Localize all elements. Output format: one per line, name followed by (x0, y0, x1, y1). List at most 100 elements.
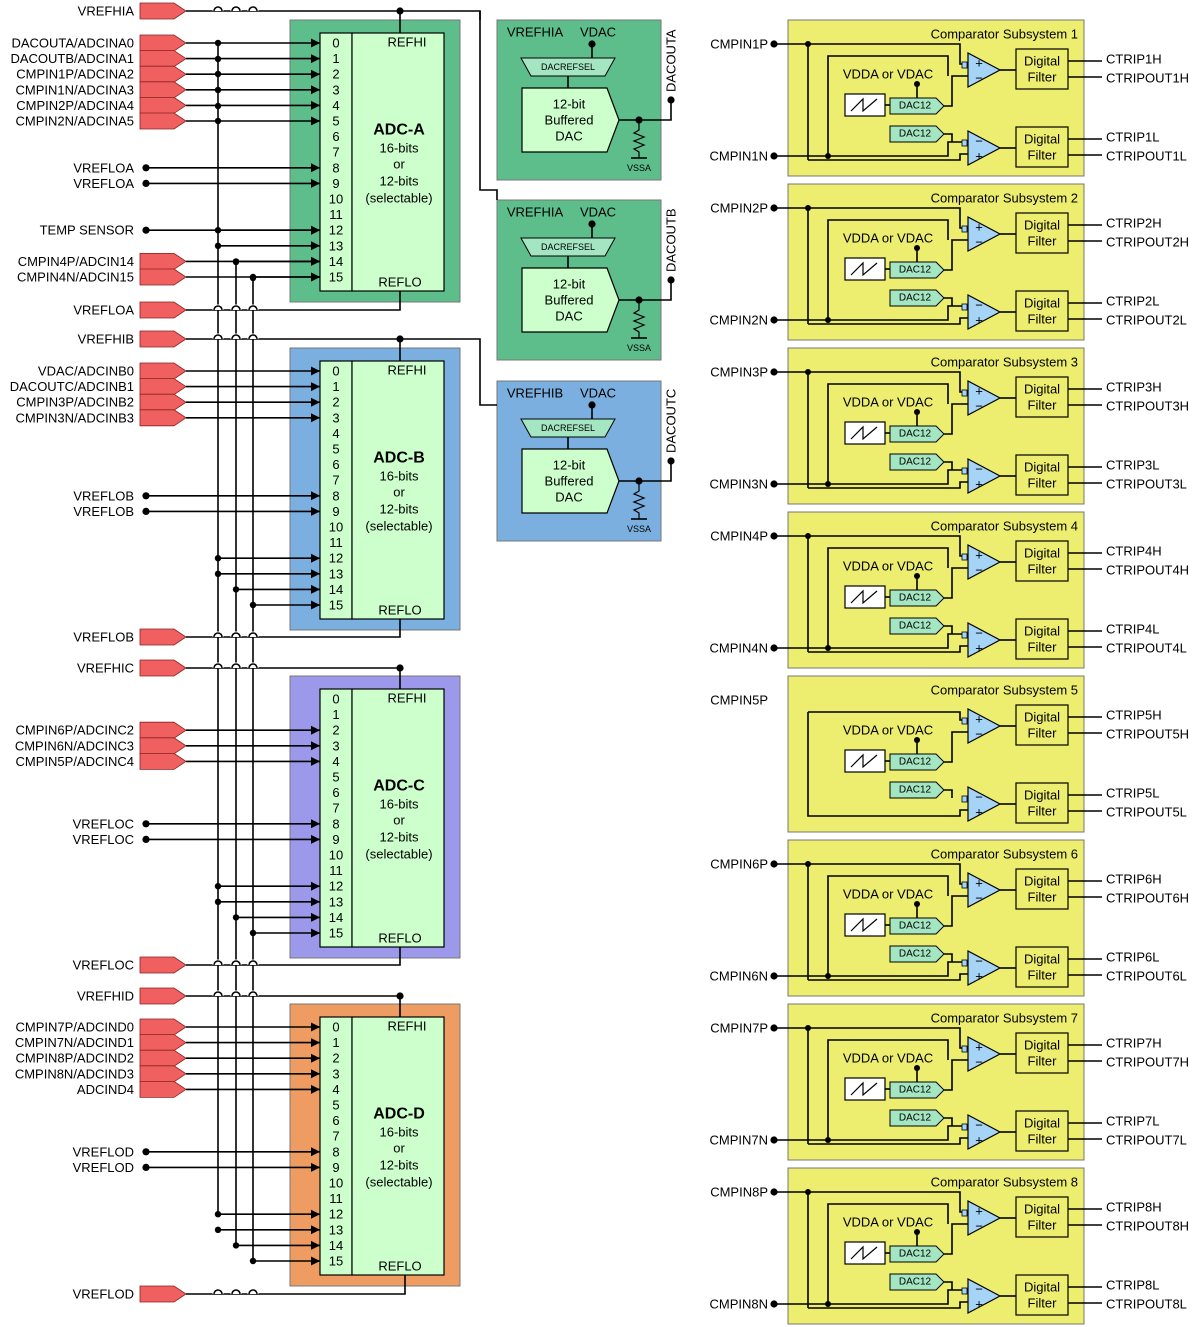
arrowhead (311, 69, 320, 79)
junction-dot (214, 227, 222, 234)
adc-resolution-16: 16-bits (379, 797, 419, 812)
dac-text-3: DAC (555, 309, 582, 324)
refhi-label: REFHI (388, 691, 427, 706)
wire (944, 403, 968, 435)
adc-channel-number: 3 (332, 1066, 339, 1081)
adc-input-label: VREFLOD (73, 1144, 134, 1159)
junction-dot (214, 570, 222, 577)
ramp-generator (844, 1241, 886, 1265)
junction-dot (825, 1137, 831, 1143)
adc-block-adc-c: 0123456789101112131415REFHIREFLOADC-C16-… (15, 659, 461, 974)
crossover-hop (231, 960, 241, 966)
junction-dot (396, 992, 404, 1000)
dac12-high (889, 1245, 945, 1263)
adc-input-label: DACOUTB/ADCINA1 (10, 51, 134, 66)
dac-vrefhi-label: VREFHIA (507, 205, 564, 220)
pin-arrow-icon (139, 1034, 187, 1051)
crossover-hop (231, 991, 241, 997)
pin-arrow-icon (139, 721, 187, 739)
ctripout-label: CTRIPOUT7H (1106, 1055, 1189, 1070)
wire (808, 481, 968, 489)
comparator-sign: − (975, 1282, 983, 1297)
hysteresis-marker (961, 467, 968, 475)
junction-dot (232, 1242, 240, 1249)
adc-resolution-12: 12-bits (379, 1158, 419, 1173)
cmpin-n-label: CMPIN4N (709, 641, 768, 656)
adc-or: or (393, 485, 405, 500)
wire (808, 153, 968, 161)
digital-filter-text: Digital (1024, 788, 1060, 803)
pin-arrow-icon (139, 1065, 187, 1083)
digital-filter-high (1015, 212, 1069, 254)
dac-output-label: DACOUTA (664, 29, 679, 92)
comparator-low (967, 1278, 1002, 1314)
digital-filter-text: Filter (1028, 890, 1058, 905)
wire (828, 141, 968, 157)
arrowhead (311, 1240, 320, 1250)
arrowhead (311, 366, 320, 376)
ramp-generator (844, 913, 886, 937)
junction-dot (805, 533, 811, 539)
dac12-high-label: DAC12 (899, 593, 932, 604)
hysteresis-marker (961, 959, 968, 967)
pin-arrow-icon (139, 1018, 187, 1036)
comparator-sign: − (975, 563, 983, 578)
arrowhead (311, 163, 320, 173)
hysteresis-marker (961, 1287, 968, 1295)
arrowhead (311, 569, 320, 579)
comparator-high (967, 52, 1002, 88)
vrefhi-pin-label: VREFHIC (77, 661, 134, 676)
comparator-sign: + (975, 641, 983, 656)
arrowhead (311, 1069, 320, 1079)
reflo-label: REFLO (378, 603, 421, 618)
digital-filter-low (1015, 946, 1069, 988)
adc-channel-number: 13 (329, 894, 343, 909)
digital-filter-text: Filter (1028, 726, 1058, 741)
crossover-hop (213, 305, 223, 311)
junction-dot (805, 861, 811, 867)
adc-channel-number: 13 (329, 566, 343, 581)
ctrip-label: CTRIP4H (1106, 544, 1162, 559)
ctripout-label: CTRIPOUT2L (1106, 313, 1187, 328)
adc-input-label: ADCIND4 (77, 1082, 134, 1097)
adc-input-label: CMPIN5P/ADCINC4 (16, 754, 134, 769)
adc-channel-number: 10 (329, 1176, 343, 1191)
adc-input-label: CMPIN4P/ADCIN14 (18, 254, 134, 269)
vdda-vdac-label: VDDA or VDAC (843, 1051, 933, 1066)
ctrip-label: CTRIP2H (1106, 216, 1162, 231)
arrowhead (311, 54, 320, 64)
ctrip-label: CTRIP4L (1106, 622, 1159, 637)
ramp-generator (844, 257, 886, 281)
junction-dot (214, 1226, 222, 1234)
ramp-generator (844, 421, 886, 445)
comparator-high (967, 1036, 1002, 1072)
adc-input-label: CMPIN6P/ADCINC2 (16, 723, 134, 738)
wire (944, 239, 968, 271)
wire (400, 10, 481, 20)
adc-channel-number: 5 (332, 1098, 339, 1113)
comparator-sign: − (975, 954, 983, 969)
ramp-generator (844, 93, 886, 117)
digital-filter-text: Digital (1024, 460, 1060, 475)
digital-filter-text: Digital (1024, 952, 1060, 967)
wire (774, 219, 949, 321)
comparator-sign: − (975, 134, 983, 149)
wire (632, 481, 646, 519)
adc-input-label: CMPIN7P/ADCIND0 (16, 1020, 134, 1035)
comparator-sign: + (975, 712, 983, 727)
adc-channel-number: 11 (329, 535, 343, 550)
wire (774, 547, 949, 649)
dac-output-label: DACOUTC (664, 389, 679, 453)
digital-filter-text: Filter (1028, 640, 1058, 655)
adc-input-label: VREFLOA (73, 176, 134, 191)
hysteresis-marker (961, 1045, 968, 1053)
wire (944, 461, 953, 470)
comparator-sign: + (975, 384, 983, 399)
junction-dot (214, 55, 222, 63)
adc-channel-number: 8 (332, 160, 339, 175)
adc-channel-number: 10 (329, 520, 343, 535)
arrowhead (311, 725, 320, 735)
arrowhead (311, 256, 320, 266)
arrowhead (311, 741, 320, 751)
